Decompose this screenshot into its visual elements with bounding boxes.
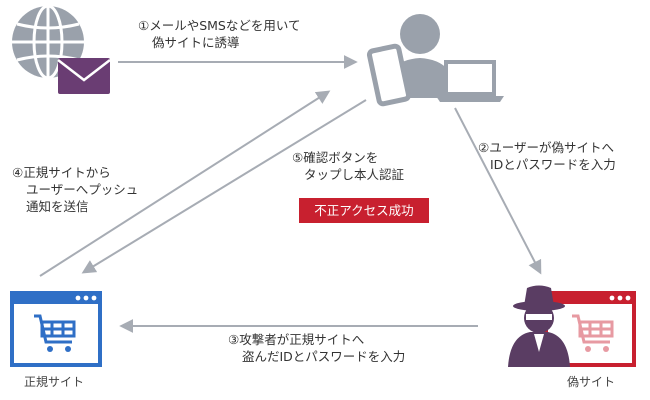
step4-line1: ④正規サイトから: [12, 165, 111, 180]
step2-line2: IDとパスワードを入力: [490, 157, 616, 172]
step5-line1: ⑤確認ボタンを: [292, 150, 379, 165]
fake-site-caption: 偽サイト: [567, 375, 616, 389]
step4-label: ④正規サイトから ユーザーへプッシュ 通知を送信: [12, 164, 138, 215]
step4-line2: ユーザーへプッシュ: [26, 182, 139, 197]
step3-line2: 盗んだIDとパスワードを入力: [242, 349, 406, 364]
step1-line1: ①メールやSMSなどを用いて: [138, 18, 301, 33]
unauthorized-access-badge: 不正アクセス成功: [299, 198, 429, 223]
smartphone-icon: [366, 43, 412, 107]
arrow-step2: [454, 107, 542, 275]
step3-line1: ③攻撃者が正規サイトへ: [228, 332, 365, 347]
legit-site-caption: 正規サイト: [24, 375, 85, 389]
arrow-step4: [39, 90, 331, 277]
step2-label: ②ユーザーが偽サイトへ IDとパスワードを入力: [478, 139, 616, 173]
step4-line3: 通知を送信: [26, 199, 89, 214]
step3-label: ③攻撃者が正規サイトへ 盗んだIDとパスワードを入力: [228, 331, 405, 365]
step1-label: ①メールやSMSなどを用いて 偽サイトに誘導: [138, 17, 301, 51]
envelope-icon: [57, 58, 111, 94]
browser-cart-icon: [10, 291, 102, 367]
step2-line1: ②ユーザーが偽サイトへ: [478, 140, 614, 155]
hacker-icon: [508, 285, 570, 367]
step1-line2: 偽サイトに誘導: [152, 35, 240, 50]
laptop-icon: [436, 60, 504, 102]
arrow-step5: [81, 99, 367, 274]
step5-line2: タップし本人認証: [304, 167, 405, 182]
step5-label: ⑤確認ボタンを タップし本人認証: [292, 149, 404, 183]
